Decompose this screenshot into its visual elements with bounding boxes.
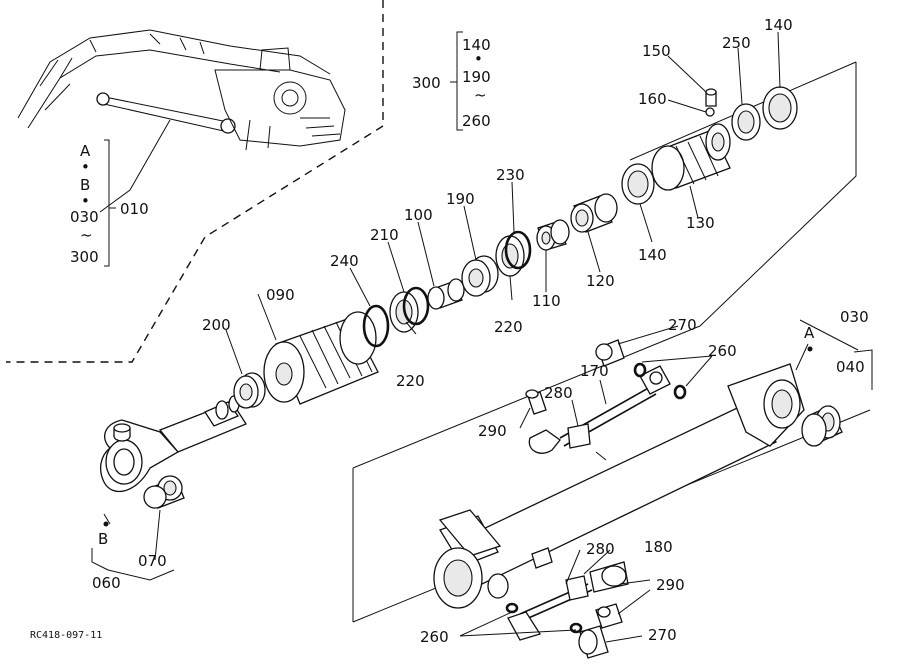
seal-250	[731, 103, 761, 141]
ring-220-230	[495, 230, 532, 277]
callout-140-right: 140	[764, 16, 793, 34]
callout-220-left: 220	[396, 372, 425, 390]
callout-230: 230	[496, 166, 525, 184]
callout-120: 120	[586, 272, 615, 290]
dashed-boundary	[6, 0, 384, 363]
callout-300: 300	[412, 74, 441, 92]
ring-140-right	[762, 86, 798, 130]
callout-090: 090	[266, 286, 295, 304]
machine-overview-illustration	[17, 29, 346, 213]
kit-300-mid: 190	[462, 68, 491, 86]
seal-210	[389, 286, 430, 333]
grease-fitting-150	[705, 88, 717, 117]
callout-030: 030	[840, 308, 869, 326]
o-ring-240	[362, 304, 390, 348]
callout-260-bottom: 260	[420, 628, 449, 646]
callout-130: 130	[686, 214, 715, 232]
kit-300-tilde: ~	[474, 86, 487, 104]
ring-200	[233, 372, 266, 409]
marker-b-rod: B	[98, 530, 108, 548]
callout-290-top: 290	[478, 422, 507, 440]
callout-070: 070	[138, 552, 167, 570]
callout-170: 170	[580, 362, 609, 380]
kit-300-from: 140	[462, 36, 491, 54]
callout-240: 240	[330, 252, 359, 270]
ring-140-middle	[621, 163, 655, 205]
kit-300-to: 260	[462, 112, 491, 130]
callout-200: 200	[202, 316, 231, 334]
reference-code: RC418-097-11	[30, 630, 102, 641]
callout-260-top: 260	[708, 342, 737, 360]
kit-010-dot1: •	[81, 158, 90, 176]
kit-010-dot2: •	[81, 192, 90, 210]
hose-line-180	[505, 547, 629, 659]
piston-rod-assembly	[99, 395, 247, 492]
kit-010-to: 300	[70, 248, 99, 266]
callout-150: 150	[642, 42, 671, 60]
piston-090	[263, 311, 379, 405]
bushing-190	[461, 255, 499, 297]
callout-250: 250	[722, 34, 751, 52]
collar-100	[427, 278, 465, 310]
kit-010-bracket	[104, 139, 116, 267]
bushing-120	[570, 193, 618, 233]
bushing-070	[143, 475, 185, 509]
callout-060: 060	[92, 574, 121, 592]
callout-labels: 150 160 250 140 300 140 • 190 ~ 260 230 …	[30, 16, 869, 646]
kit-010-b: B	[80, 176, 90, 194]
kit-010-a: A	[80, 142, 91, 160]
hose-line-170	[525, 339, 687, 461]
cylinder-head-130	[651, 123, 731, 191]
bushing-040	[801, 405, 843, 447]
callout-100: 100	[404, 206, 433, 224]
marker-dots	[103, 346, 813, 527]
callout-190: 190	[446, 190, 475, 208]
callout-140-middle: 140	[638, 246, 667, 264]
callout-220-right: 220	[494, 318, 523, 336]
leader-lines	[91, 31, 873, 643]
callout-110: 110	[532, 292, 561, 310]
cylinder-tube	[433, 363, 805, 609]
kit-300-dot: •	[474, 50, 483, 68]
callout-280-top: 280	[544, 384, 573, 402]
marker-a-tube: A	[804, 324, 815, 342]
callout-160: 160	[638, 90, 667, 108]
callout-180: 180	[644, 538, 673, 556]
callout-280-bottom: 280	[586, 540, 615, 558]
kit-010-tilde: ~	[80, 226, 93, 244]
kit-010-from: 030	[70, 208, 99, 226]
callout-270-bottom: 270	[648, 626, 677, 644]
callout-270-top: 270	[668, 316, 697, 334]
callout-290-bottom: 290	[656, 576, 685, 594]
callout-010: 010	[120, 200, 149, 218]
callout-040: 040	[836, 358, 865, 376]
kit-300-bracket	[450, 31, 463, 131]
callout-210: 210	[370, 226, 399, 244]
bushing-110	[536, 219, 570, 251]
